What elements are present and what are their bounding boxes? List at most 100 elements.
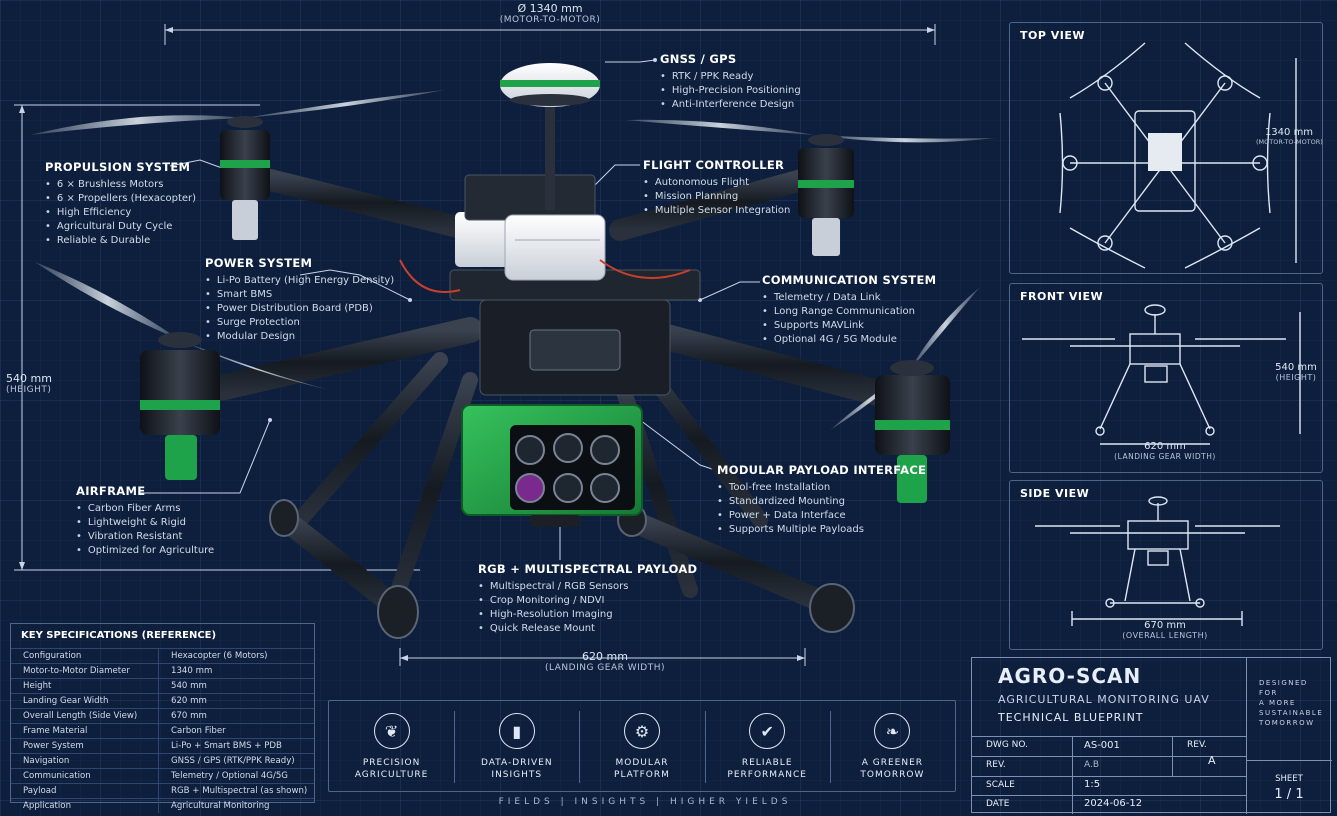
landing-gear-label: (LANDING GEAR WIDTH): [545, 663, 665, 673]
callout-item: Telemetry / Data Link: [762, 291, 936, 305]
callout-item: Li-Po Battery (High Energy Density): [205, 274, 394, 288]
callout-item: Smart BMS: [205, 288, 394, 302]
spec-key: Overall Length (Side View): [11, 708, 159, 724]
spec-value: Hexacopter (6 Motors): [158, 648, 314, 664]
height-label: (HEIGHT): [6, 385, 52, 395]
dwg-label: DWG NO.: [986, 740, 1028, 750]
motto-line: DESIGNED: [1259, 679, 1308, 687]
front-view-width-label: (LANDING GEAR WIDTH): [1114, 452, 1216, 461]
front-view-panel: FRONT VIEW 540 mm (HEIGHT) 620 mm (LANDI…: [1009, 283, 1323, 473]
feature-label: AGRICULTURE: [354, 770, 429, 780]
spec-key: Frame Material: [11, 723, 159, 739]
callout-item: Power + Data Interface: [717, 509, 926, 523]
feature-label: INSIGHTS: [491, 770, 543, 780]
feature-label: PRECISION: [362, 758, 421, 768]
side-view-length-value: 670 mm: [1144, 620, 1186, 631]
shield-check-icon: ✔: [749, 713, 786, 749]
callout-power: POWER SYSTEM Li-Po Battery (High Energy …: [205, 256, 394, 344]
spec-key: Communication: [11, 768, 159, 784]
top-view-title: TOP VIEW: [1020, 29, 1085, 42]
motor-to-motor-dimension: Ø 1340 mm (MOTOR-TO-MOTOR): [470, 2, 630, 25]
top-view-panel: TOP VIEW 1340 mm (MOTOR-TO-MOTOR): [1009, 22, 1323, 274]
height-dimension: 540 mm (HEIGHT): [0, 372, 58, 395]
key-specifications-table: KEY SPECIFICATIONS (REFERENCE) Configura…: [10, 623, 315, 813]
sheet-value: 1 / 1: [1274, 787, 1304, 802]
side-view-length: 670 mm (OVERALL LENGTH): [1100, 618, 1230, 640]
callout-title: GNSS / GPS: [660, 52, 737, 66]
gear-icon: ⚙: [623, 713, 660, 749]
callout-item: Multispectral / RGB Sensors: [478, 580, 697, 594]
callout-item: Autonomous Flight: [643, 176, 790, 190]
side-view-title: SIDE VIEW: [1020, 487, 1090, 500]
product-name: AGRO-SCAN: [998, 664, 1142, 688]
rev-header-label: REV.: [1187, 740, 1207, 750]
side-view-length-label: (OVERALL LENGTH): [1122, 631, 1208, 640]
feature-label: PLATFORM: [614, 770, 670, 780]
feature-item: ❦ PRECISION AGRICULTURE: [329, 701, 454, 793]
sheet-label: SHEET: [1275, 774, 1303, 784]
spec-value: 540 mm: [158, 678, 314, 694]
spec-value: RGB + Multispectral (as shown): [158, 783, 314, 799]
motor-to-motor-label: (MOTOR-TO-MOTOR): [499, 15, 601, 25]
callout-item: Carbon Fiber Arms: [76, 502, 214, 516]
callout-title: AIRFRAME: [76, 484, 146, 498]
callout-item: Agricultural Duty Cycle: [45, 220, 196, 234]
motto-line: SUSTAINABLE: [1259, 709, 1324, 717]
scale-value: 1:5: [1084, 779, 1101, 790]
feature-divider: [579, 711, 581, 783]
spec-key: Motor-to-Motor Diameter: [11, 663, 159, 679]
spec-value: Telemetry / Optional 4G/5G: [158, 768, 314, 784]
front-view-width-value: 620 mm: [1144, 441, 1186, 452]
leaf-icon: ❦: [373, 713, 410, 749]
specs-title: KEY SPECIFICATIONS (REFERENCE): [21, 630, 217, 641]
feature-label: A GREENER: [861, 758, 924, 768]
callout-communication: COMMUNICATION SYSTEM Telemetry / Data Li…: [762, 273, 936, 347]
callout-item: Vibration Resistant: [76, 530, 214, 544]
dwg-value: AS-001: [1084, 740, 1120, 751]
callout-propulsion: PROPULSION SYSTEM 6 × Brushless Motors6 …: [45, 160, 196, 248]
rev-value: A: [1208, 754, 1216, 767]
top-view-dim-value: 1340 mm: [1264, 127, 1314, 138]
callout-item: High Efficiency: [45, 206, 196, 220]
callout-item: Surge Protection: [205, 316, 394, 330]
callout-item: Optional 4G / 5G Module: [762, 333, 936, 347]
side-view-panel: SIDE VIEW 670 mm (OVERALL LENGTH): [1009, 480, 1323, 650]
rev-row-value: A.B: [1084, 760, 1100, 770]
spec-value: 670 mm: [158, 708, 314, 724]
callout-airframe: AIRFRAME Carbon Fiber ArmsLightweight & …: [76, 484, 214, 558]
spec-key: Power System: [11, 738, 159, 754]
callout-item: Standardized Mounting: [717, 495, 926, 509]
feature-label: RELIABLE: [741, 758, 793, 768]
side-view-drawing: [1035, 496, 1280, 626]
spec-value: GNSS / GPS (RTK/PPK Ready): [158, 753, 314, 769]
feature-divider: [704, 711, 706, 783]
callout-item: Anti-Interference Design: [660, 98, 801, 112]
dimension-lines: [14, 24, 936, 666]
callout-item: Optimized for Agriculture: [76, 544, 214, 558]
title-block: AGRO-SCAN AGRICULTURAL MONITORING UAV TE…: [971, 657, 1332, 814]
callout-item: Quick Release Mount: [478, 622, 697, 636]
spec-key: Application: [11, 798, 159, 813]
date-value: 2024-06-12: [1084, 798, 1143, 809]
product-subtitle-2: TECHNICAL BLUEPRINT: [998, 711, 1144, 724]
spec-row: Overall Length (Side View)670 mm: [11, 708, 314, 724]
callout-item: Tool-free Installation: [717, 481, 926, 495]
multispectral-payload: [461, 404, 643, 527]
callout-item: 6 × Propellers (Hexacopter): [45, 192, 196, 206]
callout-item: Long Range Communication: [762, 305, 936, 319]
sprout-icon: ❧: [874, 713, 911, 749]
